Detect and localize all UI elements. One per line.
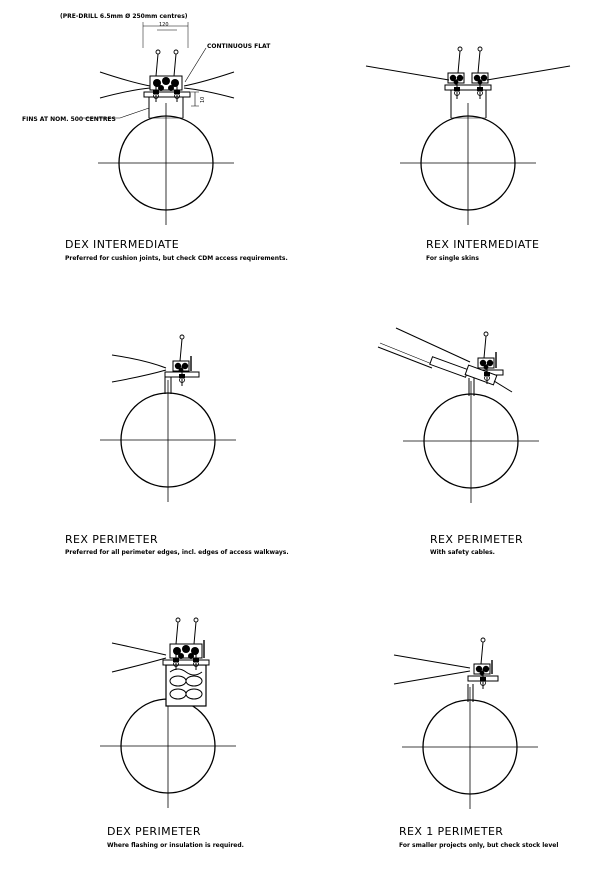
continuous-flat-annotation: CONTINUOUS FLAT bbox=[207, 43, 271, 50]
predrill-annotation: (PRE-DRILL 6.5mm Ø 250mm centres) bbox=[60, 13, 188, 20]
width-dimension: 120 bbox=[159, 22, 169, 28]
detail-rex-perimeter-1 bbox=[99, 334, 237, 503]
detail-title-dex-perimeter: DEX PERIMETER bbox=[107, 825, 201, 838]
detail-note-dex-intermediate: Preferred for cushion joints, but check … bbox=[65, 255, 288, 262]
detail-dex-intermediate: (PRE-DRILL 6.5mm Ø 250mm centres) 120 CO… bbox=[22, 13, 271, 226]
detail-title-dex-intermediate: DEX INTERMEDIATE bbox=[65, 238, 180, 251]
detail-note-rex1-perimeter: For smaller projects only, but check sto… bbox=[399, 842, 559, 849]
height-dimension: 10 bbox=[200, 97, 206, 103]
detail-note-rex-intermediate: For single skins bbox=[426, 255, 479, 262]
detail-rex-perimeter-2 bbox=[377, 327, 540, 504]
detail-note-dex-perimeter: Where flashing or insulation is required… bbox=[107, 842, 244, 849]
detail-title-rex-intermediate: REX INTERMEDIATE bbox=[426, 238, 540, 251]
detail-note-rex-perimeter-2: With safety cables. bbox=[430, 549, 495, 556]
detail-note-rex-perimeter-1: Preferred for all perimeter edges, incl.… bbox=[65, 549, 289, 556]
detail-rex-intermediate bbox=[365, 46, 571, 226]
detail-title-rex1-perimeter: REX 1 PERIMETER bbox=[399, 825, 504, 838]
detail-rex1-perimeter bbox=[393, 637, 539, 810]
detail-dex-perimeter bbox=[99, 617, 237, 809]
detail-title-rex-perimeter-1: REX PERIMETER bbox=[65, 533, 159, 546]
fins-annotation: FINS AT NOM. 500 CENTRES bbox=[22, 116, 116, 123]
detail-title-rex-perimeter-2: REX PERIMETER bbox=[430, 533, 524, 546]
